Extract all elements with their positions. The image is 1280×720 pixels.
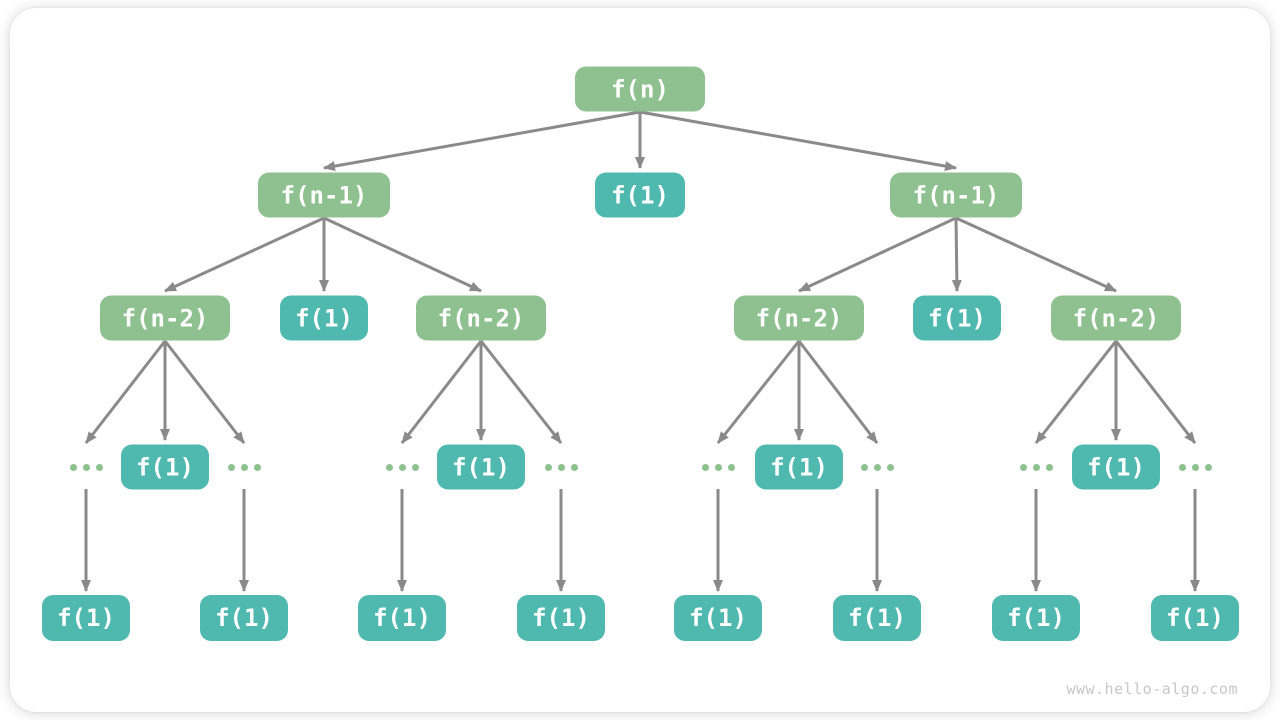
- ellipsis-dot: [570, 463, 578, 471]
- ellipsis-dot: [873, 463, 881, 471]
- ellipsis-dot: [701, 463, 709, 471]
- ellipsis-dot: [95, 463, 103, 471]
- ellipsis-node: [860, 462, 894, 472]
- tree-node-base-case: f(1): [1151, 595, 1239, 641]
- ellipsis-dot: [69, 463, 77, 471]
- ellipsis-dot: [886, 463, 894, 471]
- tree-node-base-case: f(1): [595, 172, 685, 218]
- ellipsis-dot: [544, 463, 552, 471]
- tree-node-base-case: f(1): [280, 295, 368, 341]
- ellipsis-dot: [1019, 463, 1027, 471]
- ellipsis-dot: [1045, 463, 1053, 471]
- tree-node-base-case: f(1): [200, 595, 288, 641]
- ellipsis-dot: [860, 463, 868, 471]
- tree-node-recursive-call: f(n-1): [890, 172, 1022, 218]
- diagram-card: [10, 8, 1270, 712]
- tree-node-base-case: f(1): [437, 444, 525, 490]
- ellipsis-node: [1178, 462, 1212, 472]
- ellipsis-node: [69, 462, 103, 472]
- ellipsis-dot: [385, 463, 393, 471]
- tree-node-recursive-call: f(n-2): [1051, 295, 1181, 341]
- ellipsis-dot: [398, 463, 406, 471]
- ellipsis-dot: [240, 463, 248, 471]
- ellipsis-dot: [1191, 463, 1199, 471]
- tree-node-base-case: f(1): [833, 595, 921, 641]
- ellipsis-node: [701, 462, 735, 472]
- tree-node-base-case: f(1): [913, 295, 1001, 341]
- ellipsis-node: [385, 462, 419, 472]
- tree-node-recursive-call: f(n-2): [100, 295, 230, 341]
- ellipsis-node: [1019, 462, 1053, 472]
- ellipsis-dot: [1178, 463, 1186, 471]
- tree-node-base-case: f(1): [517, 595, 605, 641]
- ellipsis-dot: [82, 463, 90, 471]
- ellipsis-dot: [1032, 463, 1040, 471]
- ellipsis-dot: [227, 463, 235, 471]
- tree-node-base-case: f(1): [358, 595, 446, 641]
- ellipsis-dot: [714, 463, 722, 471]
- tree-node-base-case: f(1): [674, 595, 762, 641]
- ellipsis-dot: [411, 463, 419, 471]
- tree-node-recursive-call: f(n-1): [258, 172, 390, 218]
- tree-node-base-case: f(1): [755, 444, 843, 490]
- ellipsis-dot: [253, 463, 261, 471]
- ellipsis-dot: [1204, 463, 1212, 471]
- ellipsis-dot: [727, 463, 735, 471]
- tree-node-base-case: f(1): [992, 595, 1080, 641]
- tree-node-recursive-call: f(n-2): [734, 295, 864, 341]
- ellipsis-node: [544, 462, 578, 472]
- watermark-text: www.hello-algo.com: [1066, 680, 1238, 698]
- tree-node-recursive-call: f(n-2): [416, 295, 546, 341]
- ellipsis-dot: [557, 463, 565, 471]
- tree-node-base-case: f(1): [121, 444, 209, 490]
- ellipsis-node: [227, 462, 261, 472]
- tree-node-recursive-call: f(n): [575, 66, 705, 112]
- tree-node-base-case: f(1): [1072, 444, 1160, 490]
- tree-node-base-case: f(1): [42, 595, 130, 641]
